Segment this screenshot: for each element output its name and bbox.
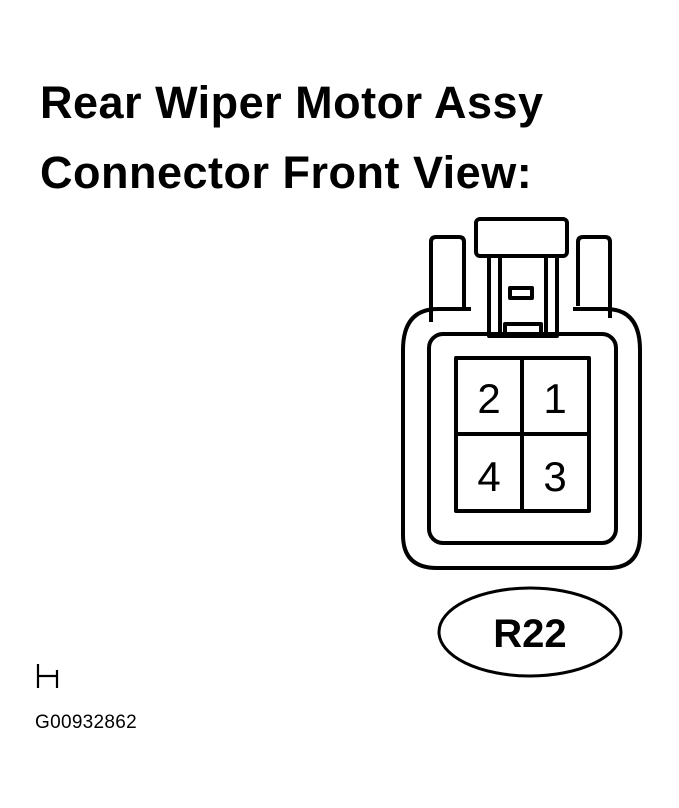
connector-housing-outer <box>401 307 642 570</box>
connector-housing-inner <box>427 332 618 545</box>
connector-side-guides <box>429 235 612 322</box>
connector-code-badge <box>437 586 623 678</box>
title-line-2: Connector Front View: <box>40 147 533 198</box>
diagram-title: Rear Wiper Motor Assy Connector Front Vi… <box>40 68 544 208</box>
pin-label-4: 4 <box>477 453 500 500</box>
figure-marker-glyph: H <box>36 664 59 688</box>
figure-id: G00932862 <box>35 712 138 733</box>
pin-label-1: 1 <box>543 375 566 422</box>
terminal-grid <box>454 356 591 513</box>
connector-latch <box>474 217 569 338</box>
connector-code-label: R22 <box>493 612 566 656</box>
pin-label-3: 3 <box>543 453 566 500</box>
title-line-1: Rear Wiper Motor Assy <box>40 77 544 128</box>
pin-label-2: 2 <box>477 375 500 422</box>
terminal-cell-3 <box>520 432 591 513</box>
